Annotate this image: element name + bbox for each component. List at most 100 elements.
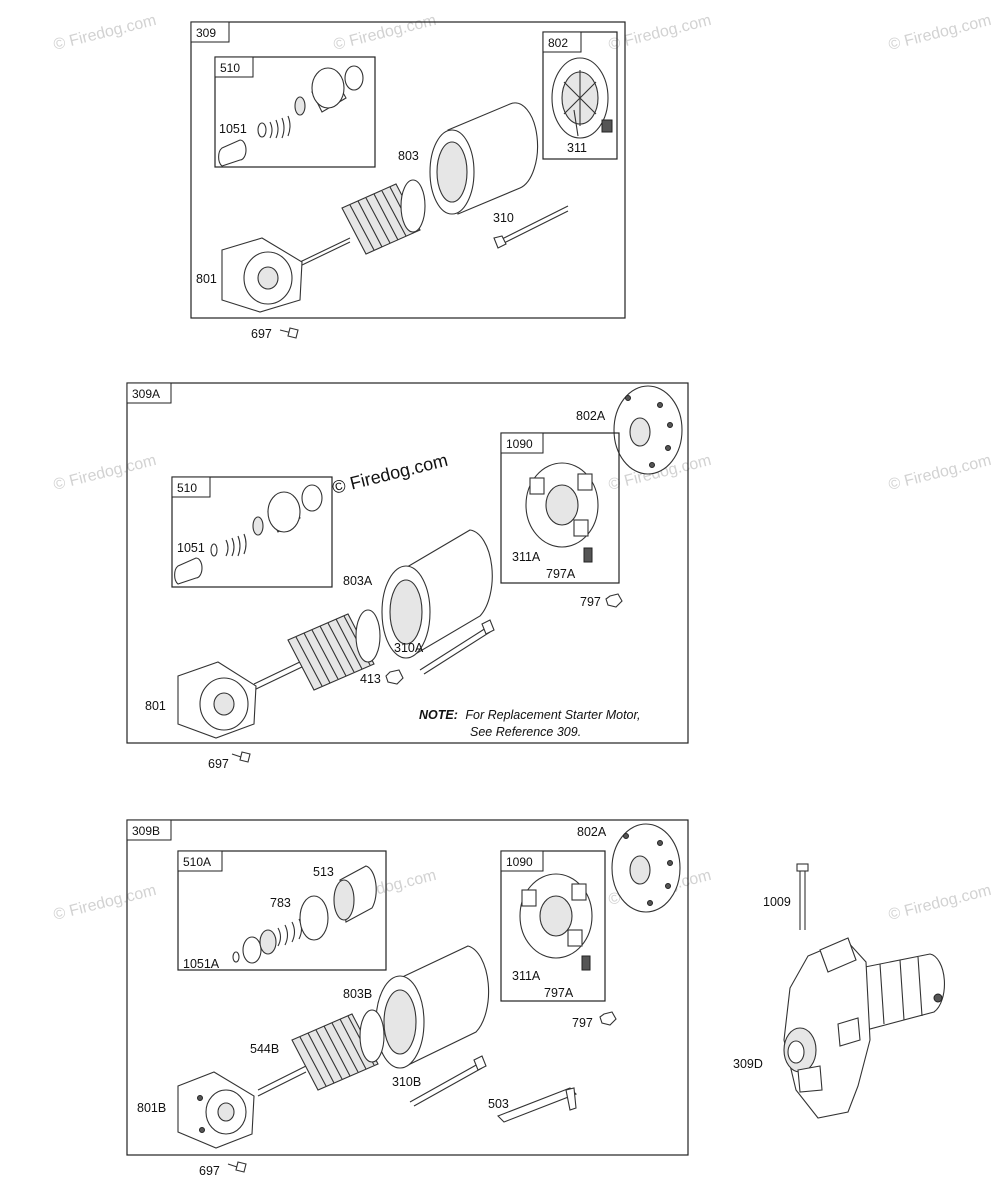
- subassembly-tag: [500, 432, 544, 454]
- drive-parts-510a: [232, 865, 377, 964]
- bolt-shaft: [499, 210, 569, 246]
- watermark: © Firedog.com: [52, 882, 158, 924]
- housing-opening: [389, 579, 423, 645]
- end-cover-802a: [613, 385, 683, 475]
- callout-label: 309D: [733, 1057, 763, 1071]
- callout-label: 697: [208, 757, 229, 771]
- center-watermark: © Firedog.com: [330, 450, 450, 498]
- bolt-1009: [796, 863, 809, 930]
- subassembly-ref: 1090: [506, 855, 533, 869]
- motor-housing-803a: [381, 529, 493, 659]
- armature-shaft: [257, 1071, 307, 1097]
- bearing: [257, 266, 279, 290]
- pinion-gear: [311, 67, 345, 109]
- callout-label: 503: [488, 1097, 509, 1111]
- armature-windings: [295, 615, 371, 687]
- callout-label: 797: [580, 595, 601, 609]
- housing-opening: [383, 989, 417, 1055]
- callout-label: 310B: [392, 1075, 421, 1089]
- subassembly-tag: [177, 850, 223, 872]
- subassembly-ref: 510: [177, 481, 197, 495]
- motor-housing-803b: [375, 945, 490, 1069]
- bolt-shaft: [423, 631, 491, 675]
- brush-plate-1090: [525, 462, 599, 563]
- callout-label: 311: [567, 141, 587, 155]
- drive-parts-510: [218, 65, 364, 167]
- bracket-tab: [565, 1087, 577, 1111]
- mount-flange: [837, 1017, 861, 1047]
- callout-label: 697: [199, 1164, 220, 1178]
- bracket-503: [497, 1087, 577, 1123]
- ring-part: [232, 951, 240, 963]
- note-line-1: NOTE: For Replacement Starter Motor,: [419, 708, 640, 722]
- cover-hub: [629, 417, 651, 447]
- retainer-ring: [344, 65, 364, 91]
- callout-label: 797A: [546, 567, 576, 581]
- subassembly-tag: [542, 31, 582, 53]
- screw-697: [227, 1161, 247, 1173]
- note-label: NOTE:: [419, 708, 458, 722]
- watermark: © Firedog.com: [887, 882, 993, 924]
- leader-line: [573, 109, 579, 137]
- brush-spokes: [563, 70, 597, 126]
- armature-shaft: [299, 237, 351, 263]
- screw-head: [287, 327, 299, 339]
- mount-hole: [197, 1095, 203, 1101]
- cover-hole: [667, 422, 673, 428]
- note-text: For Replacement Starter Motor,: [465, 708, 640, 722]
- commutator: [359, 1009, 385, 1063]
- through-bolt-310a: [419, 619, 495, 675]
- bolt-head: [493, 235, 507, 249]
- cover-hub: [629, 855, 651, 885]
- subassembly-frame-1090: [500, 850, 606, 1002]
- subassembly-frame-510: [214, 56, 376, 168]
- armature-shaft: [253, 659, 305, 685]
- bolt-shaft: [419, 627, 487, 671]
- cover-hole: [649, 462, 655, 468]
- cover-hole: [647, 900, 653, 906]
- standalone-parts: 1009 309D: [733, 863, 946, 1119]
- assembly-tag: [126, 382, 172, 404]
- callout-label: 801B: [137, 1101, 166, 1115]
- assembly-309a: 309A © Firedog.com 802A 510 1051: [126, 382, 689, 771]
- assembly-ref: 309A: [132, 387, 160, 401]
- screw-697: [231, 751, 251, 763]
- assembly-frame: [126, 819, 689, 1156]
- callout-label: 310A: [394, 641, 424, 655]
- washer-part: [252, 516, 264, 536]
- cover-hole: [623, 833, 629, 839]
- assembly-309: 309 510 1051 802 311: [190, 21, 626, 341]
- bearing: [217, 1102, 235, 1122]
- callout-label: 797A: [544, 986, 574, 1000]
- watermark: © Firedog.com: [887, 452, 993, 494]
- callout-label: 803: [398, 149, 419, 163]
- through-bolt-310: [493, 205, 569, 249]
- subassembly-frame-1090: [500, 432, 620, 584]
- terminal-part: [601, 119, 613, 133]
- armature: [257, 1009, 385, 1097]
- subassembly-frame-510a: [177, 850, 387, 971]
- callout-label: 802A: [576, 409, 606, 423]
- callout-label: 1051A: [183, 957, 220, 971]
- cover-hole: [667, 860, 673, 866]
- assembly-309b: 309B 802A 510A 513 783 1051A: [126, 819, 689, 1178]
- brush-holder: [571, 883, 587, 901]
- ring-part: [257, 122, 267, 138]
- cover-hole: [665, 445, 671, 451]
- cover-hole: [657, 402, 663, 408]
- washer-part: [259, 929, 277, 955]
- commutator: [400, 179, 426, 233]
- end-cap-802: [551, 57, 613, 139]
- callout-label: 310: [493, 211, 514, 225]
- housing-opening: [436, 141, 468, 203]
- watermark: © Firedog.com: [332, 12, 438, 54]
- ring-part: [210, 543, 218, 557]
- armature: [253, 609, 381, 691]
- sleeve-part: [218, 139, 247, 167]
- assembly-frame: [190, 21, 626, 319]
- subassembly-ref: 1090: [506, 437, 533, 451]
- through-bolt-310b: [409, 1055, 487, 1107]
- bolt-shaft: [499, 205, 569, 241]
- nut-797: [599, 1011, 617, 1026]
- subassembly-tag: [500, 850, 544, 872]
